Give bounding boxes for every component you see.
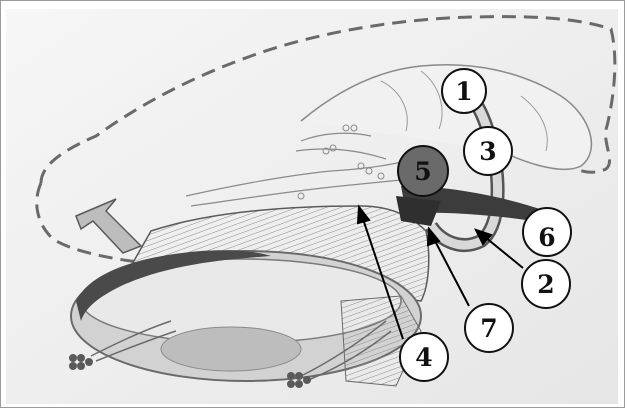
svg-text:7: 7 [480,314,497,343]
svg-text:2: 2 [537,270,554,299]
svg-text:5: 5 [414,157,431,186]
label-6: 6 [523,208,571,256]
svg-text:1: 1 [455,77,472,106]
label-3: 3 [464,127,512,175]
label-2: 2 [522,260,570,308]
label-5: 5 [398,146,448,196]
svg-text:3: 3 [479,137,496,166]
lower-lobe-inner [161,327,301,371]
svg-text:4: 4 [415,343,432,372]
label-4: 4 [400,333,448,381]
label-1: 1 [442,69,486,113]
svg-text:6: 6 [538,223,555,252]
label-7: 7 [465,304,513,352]
